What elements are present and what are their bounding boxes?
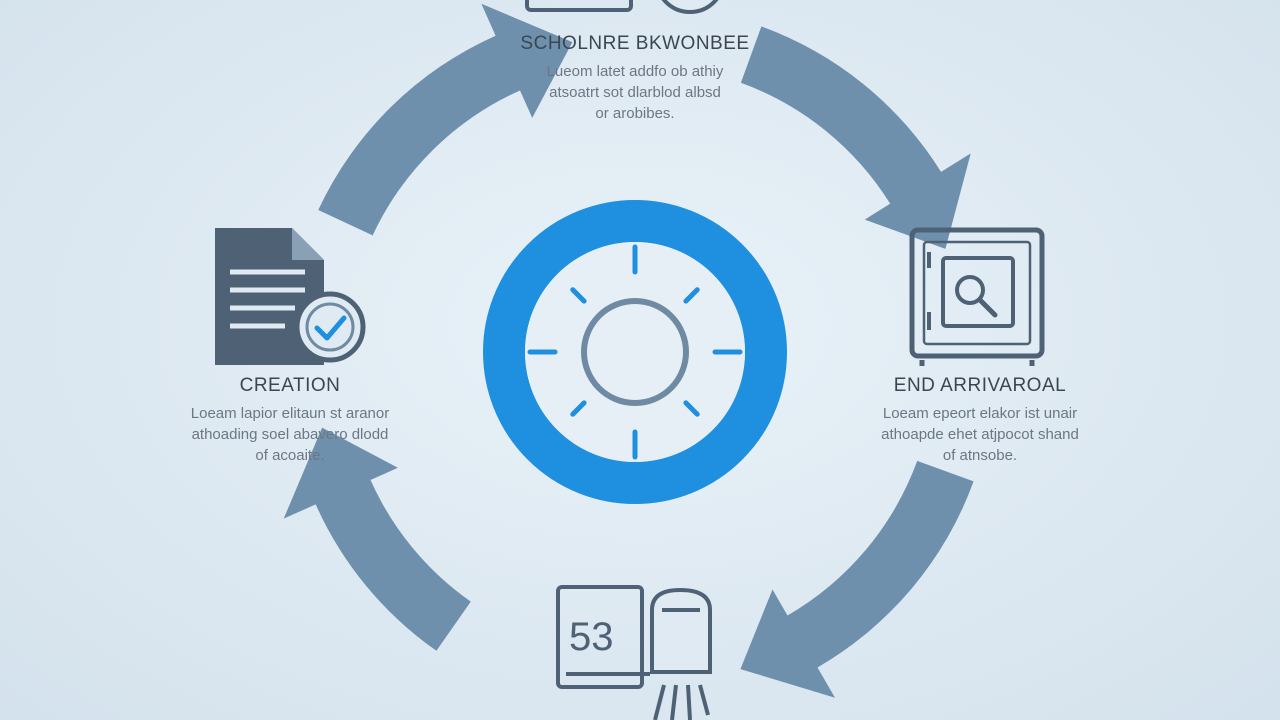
arrow-top-left bbox=[318, 3, 573, 236]
document-check-icon bbox=[215, 228, 366, 365]
calendar-clock-icon bbox=[525, 0, 719, 14]
hub-tick bbox=[570, 287, 587, 304]
hub-tick bbox=[570, 400, 587, 417]
arrow-top-right bbox=[740, 26, 971, 249]
hub-tick bbox=[683, 400, 700, 417]
stage-left-title: CREATION bbox=[239, 375, 341, 396]
stage-top-description: Lueom latet addfo ob athiy atsoatrt sot … bbox=[546, 63, 724, 122]
calendar-number: 53 bbox=[569, 615, 614, 659]
hub-ring bbox=[483, 200, 787, 504]
calendar-lamp-icon: 53 bbox=[556, 585, 712, 720]
hub-tick bbox=[683, 287, 700, 304]
stage-top-text: SCHOLNRE BKWONBEE Lueom latet addfo ob a… bbox=[495, 33, 775, 124]
central-hub bbox=[483, 200, 787, 504]
clock-dial-icon bbox=[527, 244, 743, 460]
hub-face bbox=[525, 242, 745, 462]
stage-right-title: END ARRIVAROAL bbox=[893, 375, 1067, 396]
arrow-bottom-right bbox=[740, 460, 974, 698]
arrow-bottom-left bbox=[283, 427, 471, 651]
stage-left-description: Loeam lapior elitaun st aranor athoading… bbox=[190, 405, 390, 464]
stage-right-description: Loeam epeort elakor ist unair athoapde e… bbox=[881, 405, 1079, 464]
stage-right-text: END ARRIVAROAL Loeam epeort elakor ist u… bbox=[840, 375, 1120, 466]
stage-left-text: CREATION Loeam lapior elitaun st aranor … bbox=[150, 375, 430, 466]
stage-top-title: SCHOLNRE BKWONBEE bbox=[520, 33, 750, 54]
cycle-arrows bbox=[283, 3, 974, 698]
safe-search-icon bbox=[909, 227, 1045, 366]
